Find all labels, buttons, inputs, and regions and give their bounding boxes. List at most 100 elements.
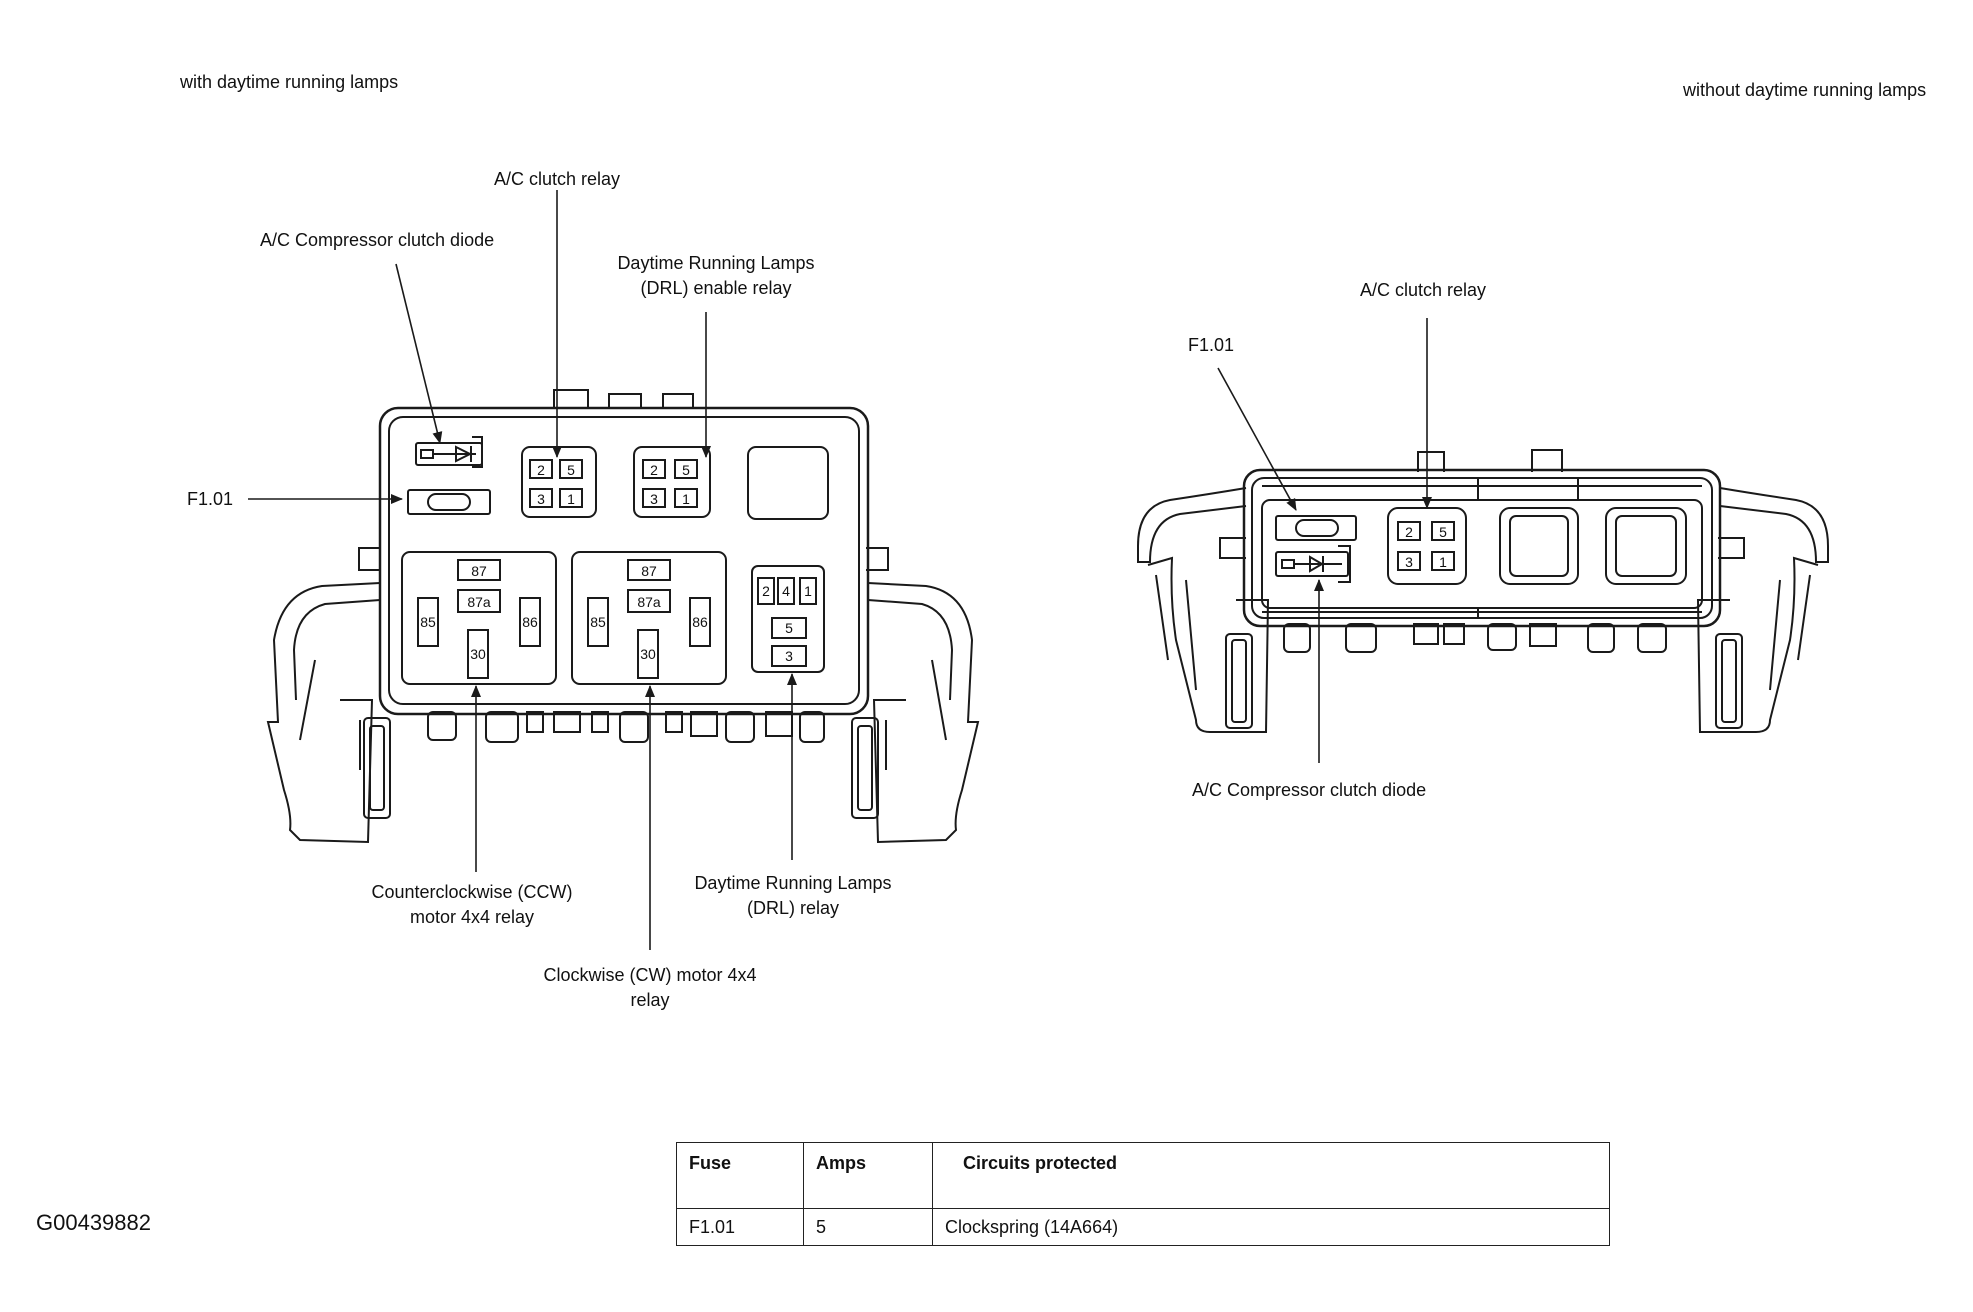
right-housing-ribs: [1262, 478, 1702, 618]
right-top-tabs: [1417, 449, 1563, 472]
left-drl-relay-line1: Daytime Running Lamps: [694, 873, 892, 893]
pin-5: 5: [1439, 524, 1447, 540]
left-drl-enable-relay-line1: Daytime Running Lamps: [617, 253, 815, 273]
amps-cell: 5: [803, 1208, 933, 1246]
left-ccw-relay-line1: Counterclockwise (CCW): [371, 882, 573, 902]
left-side-ears: [358, 547, 889, 571]
right-housing-inner: [1251, 477, 1713, 619]
pin-85: 85: [420, 614, 436, 630]
pin-1: 1: [682, 491, 690, 507]
left-drl-relay-line2: (DRL) relay: [746, 898, 839, 918]
pin-87: 87: [641, 563, 657, 579]
leader-right-fuse: [1217, 367, 1297, 511]
left-clip-slot-left: [363, 717, 391, 819]
right-fuse-box: 2 5 3 1: [1137, 318, 1829, 763]
right-clip-left: [1147, 556, 1270, 733]
pin-87a: 87a: [637, 594, 661, 610]
fuse-table: Fuse Amps Circuits protected F1.01 5 Clo…: [676, 1142, 1610, 1246]
right-empty-socket-1-inner: [1509, 515, 1569, 577]
pin-3: 3: [650, 491, 658, 507]
left-fuse-label: F1.01: [187, 489, 234, 509]
fuse-cell: F1.01: [676, 1208, 804, 1246]
pin-2: 2: [1405, 524, 1413, 540]
right-empty-socket-1: [1499, 507, 1579, 585]
right-wing-right: [1719, 487, 1829, 563]
amps-column-header: Amps: [803, 1142, 933, 1209]
left-ccw-relay-line2: motor 4x4 relay: [409, 907, 535, 927]
left-micro-relay-drl-enable: 2 5 3 1: [633, 446, 711, 518]
right-clip-slot-right: [1715, 633, 1743, 729]
left-empty-socket: [747, 446, 829, 520]
right-fuse-label: F1.01: [1188, 335, 1235, 355]
right-clip-slot-left-inner: [1231, 639, 1247, 723]
left-drl-relay: 2 4 1 5 3: [751, 565, 825, 673]
pin-1: 1: [804, 583, 812, 599]
pin-5: 5: [682, 462, 690, 478]
left-fuse-box: 2 5 3 1 2 5 3 1 87 87a 85 86: [248, 190, 980, 950]
left-drl-enable-relay-line2: (DRL) enable relay: [640, 278, 792, 298]
left-clip-slot-right: [851, 717, 879, 819]
left-ac-clutch-relay-label: A/C clutch relay: [494, 169, 621, 189]
pin-1: 1: [1439, 554, 1447, 570]
pin-85: 85: [590, 614, 606, 630]
pin-2: 2: [650, 462, 658, 478]
left-cw-relay-line1: Clockwise (CW) motor 4x4: [543, 965, 757, 985]
pin-87a: 87a: [467, 594, 491, 610]
pin-3: 3: [785, 648, 793, 664]
right-housing-panel: [1261, 499, 1703, 609]
left-side-clip-right-inner: [867, 599, 954, 770]
left-drl-enable-relay-label: Daytime Running Lamps (DRL) enable relay: [596, 251, 836, 301]
pin-30: 30: [470, 646, 486, 662]
left-clip-slot-right-inner: [857, 725, 873, 811]
right-view-title: without daytime running lamps: [1683, 80, 1927, 100]
left-clip-slot-left-inner: [369, 725, 385, 811]
left-iso-relay-ccw: 87 87a 85 86 30: [401, 551, 557, 685]
pin-3: 3: [1405, 554, 1413, 570]
right-ac-diode-label: A/C Compressor clutch diode: [1192, 780, 1427, 800]
pin-4: 4: [782, 583, 790, 599]
pin-2: 2: [762, 583, 770, 599]
left-view-title: with daytime running lamps: [180, 72, 399, 92]
left-housing-inner: [388, 416, 860, 705]
left-ac-diode-label: A/C Compressor clutch diode: [260, 230, 495, 250]
left-housing-outer: [378, 406, 870, 716]
pin-30: 30: [640, 646, 656, 662]
circuit-cell: Clockspring (14A664): [932, 1208, 1610, 1246]
left-bottom-terminals: [427, 711, 825, 743]
left-top-tabs: [553, 389, 694, 408]
leader-ac-diode: [395, 263, 443, 444]
pin-2: 2: [537, 462, 545, 478]
right-housing-outer: [1242, 468, 1722, 628]
left-fuse: [407, 489, 491, 515]
right-bottom-terminals: [1283, 623, 1667, 653]
left-side-clip-right: [867, 582, 980, 844]
left-ccw-relay-label: Counterclockwise (CCW) motor 4x4 relay: [352, 880, 592, 930]
right-wing-left: [1137, 487, 1247, 563]
right-micro-relay-ac-clutch: 2 5 3 1: [1387, 507, 1467, 585]
pin-5: 5: [785, 620, 793, 636]
pin-1: 1: [567, 491, 575, 507]
right-clip-right: [1696, 556, 1819, 733]
left-cw-relay-label: Clockwise (CW) motor 4x4 relay: [520, 963, 780, 1013]
pin-86: 86: [692, 614, 708, 630]
left-diode: [415, 436, 483, 468]
circuits-column-header: Circuits protected: [932, 1142, 1610, 1209]
left-micro-relay-ac-clutch: 2 5 3 1: [521, 446, 597, 518]
right-ac-clutch-relay-label: A/C clutch relay: [1360, 280, 1487, 300]
right-empty-socket-2-inner: [1615, 515, 1677, 577]
left-side-clip-left: [266, 582, 381, 844]
pin-87: 87: [471, 563, 487, 579]
left-drl-relay-label: Daytime Running Lamps (DRL) relay: [673, 871, 913, 921]
right-diode: [1275, 545, 1351, 583]
right-fuse: [1275, 515, 1357, 541]
pin-86: 86: [522, 614, 538, 630]
figure-id: G00439882: [36, 1210, 151, 1235]
pin-3: 3: [537, 491, 545, 507]
right-clip-slot-right-inner: [1721, 639, 1737, 723]
left-leader-lines: [248, 190, 797, 950]
left-cw-relay-line2: relay: [630, 990, 670, 1010]
fuse-table-header-row: Fuse Amps Circuits protected: [676, 1142, 1610, 1209]
fuse-column-header: Fuse: [676, 1142, 804, 1209]
left-side-clip-left-inner: [292, 599, 381, 770]
